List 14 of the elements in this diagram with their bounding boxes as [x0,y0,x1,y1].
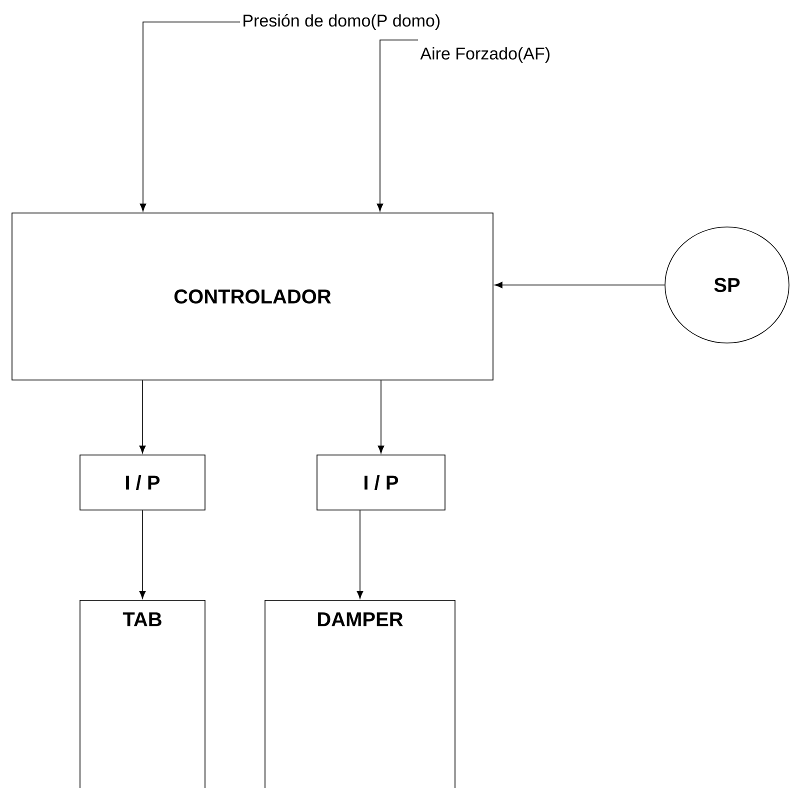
arrow [378,380,384,454]
converter-box: I / P [316,454,446,510]
arrow [139,380,146,454]
converter-box: I / P [80,454,206,510]
arrow [139,510,146,599]
input-label: Aire Forzado(AF) [420,47,550,63]
device-box: DAMPER [264,600,456,788]
device-box: TAB [80,600,206,788]
arrow [356,510,364,599]
arrow [376,40,418,212]
arrow [494,282,665,288]
arrow [140,22,240,212]
controller-box: CONTROLADOR [12,212,494,380]
input-label: Presión de domo(P domo) [244,14,440,30]
